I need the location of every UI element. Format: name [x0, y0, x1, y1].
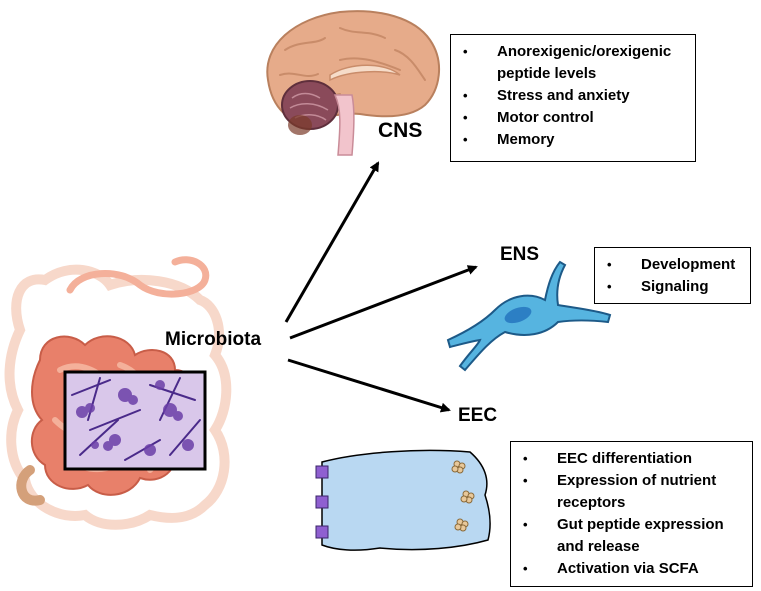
- intestine-illustration: [4, 256, 232, 530]
- list-item: EEC differentiation: [523, 448, 742, 470]
- list-item: Stress and anxiety: [463, 85, 685, 107]
- list-item: Signaling: [607, 276, 740, 298]
- neuron-illustration: [446, 260, 612, 372]
- cns-effects-box: Anorexigenic/orexigenic peptide levels S…: [450, 34, 696, 162]
- arrow-to-ens: [289, 265, 478, 340]
- list-item: Expression of nutrient receptors: [523, 470, 742, 514]
- arrow-to-cns: [284, 161, 380, 323]
- list-item: Gut peptide expression and release: [523, 514, 742, 558]
- eec-label: EEC: [458, 405, 498, 426]
- list-item: Development: [607, 254, 740, 276]
- brain-illustration: [266, 10, 441, 156]
- arrow-to-eec: [287, 358, 451, 413]
- list-item: Memory: [463, 129, 685, 151]
- list-item: Anorexigenic/orexigenic peptide levels: [463, 41, 685, 85]
- ens-effects-box: Development Signaling: [594, 247, 751, 304]
- cns-label: CNS: [378, 119, 423, 142]
- list-item: Activation via SCFA: [523, 558, 742, 580]
- list-item: Motor control: [463, 107, 685, 129]
- eec-effects-box: EEC differentiation Expression of nutrie…: [510, 441, 753, 587]
- microbiota-label: Microbiota: [165, 329, 262, 350]
- ens-label: ENS: [500, 244, 540, 265]
- eec-cell-illustration: [315, 449, 491, 551]
